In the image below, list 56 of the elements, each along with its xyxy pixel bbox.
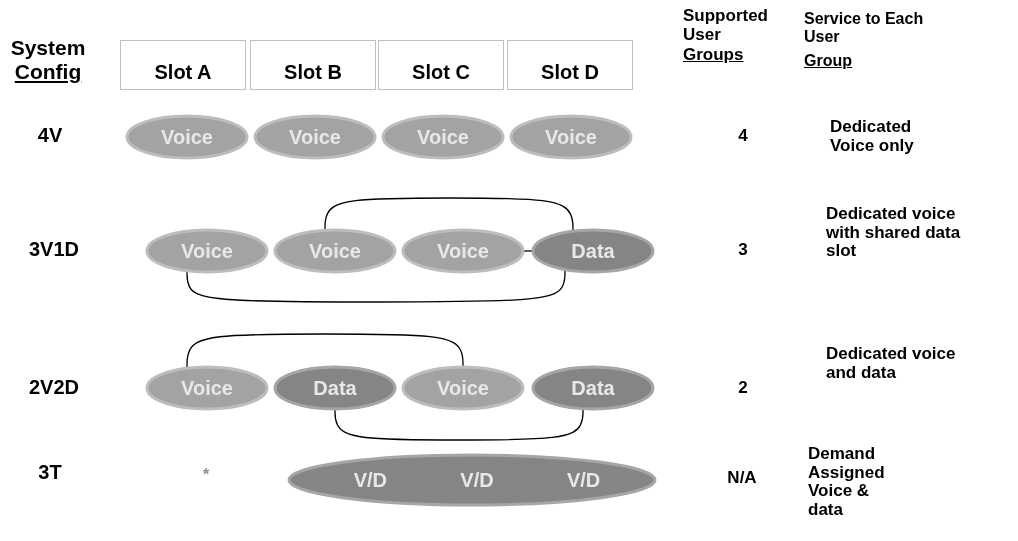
service-description: Demand Assigned Voice & data bbox=[808, 445, 886, 520]
slot-box: Slot C bbox=[378, 40, 504, 90]
slot-ellipse bbox=[145, 228, 269, 274]
connector-line bbox=[523, 250, 533, 252]
slot-label: Voice bbox=[437, 239, 489, 263]
asterisk-mark: * bbox=[201, 466, 211, 485]
service-description: Dedicated voice with shared data slot bbox=[826, 205, 962, 262]
group-count: 4 bbox=[737, 127, 749, 146]
slot-label: V/D bbox=[353, 468, 387, 492]
slot-label: V/D bbox=[566, 468, 601, 492]
slot-label: Voice bbox=[545, 125, 597, 149]
slot-label: V/D bbox=[460, 468, 494, 492]
slot-label: Data bbox=[571, 376, 615, 400]
slot-ellipse bbox=[531, 365, 655, 411]
slot-label: Voice bbox=[161, 125, 213, 149]
slot-box: Slot B bbox=[250, 40, 376, 90]
slot-label: Voice bbox=[309, 239, 361, 263]
connector-line bbox=[334, 409, 584, 441]
slot-box: Slot D bbox=[507, 40, 633, 90]
connector-line bbox=[186, 269, 566, 303]
slot-box: Slot A bbox=[120, 40, 246, 90]
slot-ellipse bbox=[509, 114, 633, 160]
slot-label: Voice bbox=[181, 376, 233, 400]
slot-ellipse bbox=[273, 228, 397, 274]
group-count: N/A bbox=[726, 469, 758, 488]
service-description: Dedicated Voice only bbox=[830, 118, 915, 156]
config-label: 3V1D bbox=[28, 238, 80, 260]
slot-label: Voice bbox=[181, 239, 233, 263]
connector-line bbox=[186, 333, 464, 368]
slot-ellipse bbox=[401, 228, 525, 274]
column-heading: Group bbox=[804, 52, 853, 70]
config-label: 4V bbox=[36, 124, 64, 146]
column-heading: Supported User bbox=[683, 7, 769, 45]
slot-ellipse bbox=[253, 114, 377, 160]
slot-label: Data bbox=[313, 376, 357, 400]
slot-ellipse bbox=[401, 365, 525, 411]
column-heading: Groups bbox=[683, 46, 745, 65]
slot-ellipse bbox=[145, 365, 269, 411]
service-description: Dedicated voice and data bbox=[826, 345, 957, 383]
slot-label: Voice bbox=[437, 376, 489, 400]
slot-label: Voice bbox=[289, 125, 341, 149]
slot-ellipse bbox=[531, 228, 655, 274]
shared-slot-ellipse bbox=[287, 453, 657, 507]
config-label: 2V2D bbox=[28, 376, 80, 398]
column-heading: Service to Each User bbox=[804, 10, 925, 46]
group-count: 3 bbox=[737, 241, 749, 260]
slot-ellipse bbox=[273, 365, 397, 411]
config-label: 3T bbox=[37, 461, 63, 483]
slot-label: Voice bbox=[417, 125, 469, 149]
slot-ellipse bbox=[125, 114, 249, 160]
slot-ellipse bbox=[381, 114, 505, 160]
connector-line bbox=[324, 197, 574, 231]
group-count: 2 bbox=[737, 379, 749, 398]
column-heading: Config bbox=[13, 60, 83, 84]
slot-label: Data bbox=[571, 239, 615, 263]
column-heading: System bbox=[9, 36, 87, 60]
